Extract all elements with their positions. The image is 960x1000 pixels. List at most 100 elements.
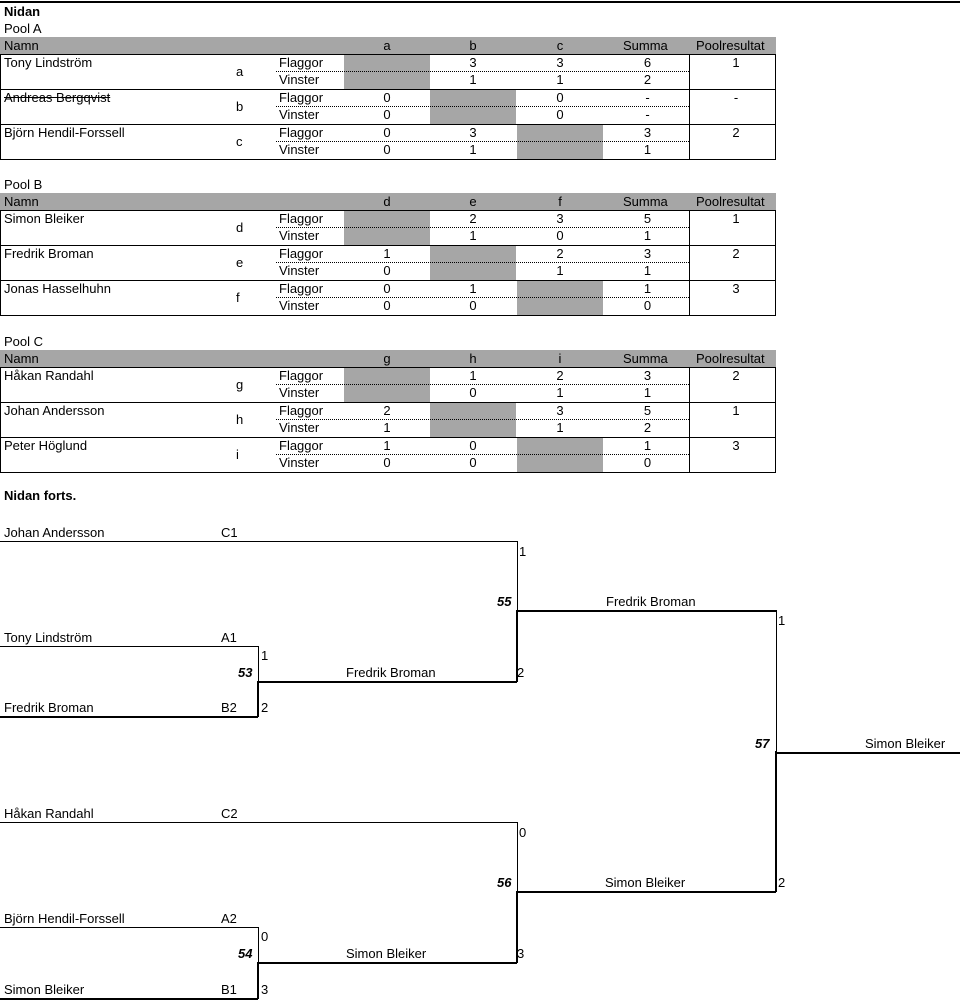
competitor-letter: a xyxy=(236,64,244,79)
pool-header-bar xyxy=(0,350,776,367)
wins-value: 0 xyxy=(383,298,391,313)
bracket-entry-name: Tony Lindström xyxy=(4,630,93,645)
competitor-name: Jonas Hasselhuhn xyxy=(4,281,111,296)
pool-title: Pool C xyxy=(4,334,44,349)
pool-row-box xyxy=(0,245,690,281)
pool-title: Pool B xyxy=(4,177,43,192)
flags-value: 0 xyxy=(383,281,391,296)
match-winner: Simon Bleiker xyxy=(865,736,946,751)
bracket-entry-seed: B2 xyxy=(221,700,237,715)
pool-header-col: a xyxy=(383,38,391,53)
pool-header-col: g xyxy=(383,351,391,366)
bracket-entry-seed: C2 xyxy=(221,806,238,821)
wins-value xyxy=(367,384,407,401)
flags-sum: 1 xyxy=(643,281,652,296)
wins-value: 0 xyxy=(469,298,477,313)
pool-row-separator xyxy=(276,227,689,228)
wins-value xyxy=(367,227,407,244)
pool-result-box xyxy=(689,437,776,473)
flags-value: 1 xyxy=(383,438,391,453)
bracket-line xyxy=(517,891,776,893)
match-winner-score: 1 xyxy=(778,613,786,628)
bracket-line xyxy=(0,646,258,647)
pool-header-bar xyxy=(0,37,776,54)
pool-result: 3 xyxy=(732,281,740,296)
match-winner-score: 3 xyxy=(517,946,525,961)
wins-sum: 1 xyxy=(643,385,652,400)
flags-label: Flaggor xyxy=(279,55,324,70)
competitor-letter: g xyxy=(236,377,244,392)
wins-label: Vinster xyxy=(279,455,320,470)
flags-value xyxy=(453,402,493,419)
wins-sum: 0 xyxy=(643,298,652,313)
pool-row-separator xyxy=(276,141,689,142)
flags-label: Flaggor xyxy=(279,90,324,105)
flags-label: Flaggor xyxy=(279,125,324,140)
wins-value: 0 xyxy=(556,228,564,243)
wins-sum: 1 xyxy=(643,263,652,278)
match-number: 55 xyxy=(497,594,512,609)
wins-value: 0 xyxy=(383,455,391,470)
flags-value xyxy=(540,124,580,141)
bracket-connector xyxy=(775,751,777,892)
pool-header-col: d xyxy=(383,194,391,209)
flags-value: 2 xyxy=(556,368,564,383)
bracket-entry-seed: A1 xyxy=(221,630,237,645)
pool-result: 2 xyxy=(732,368,740,383)
pool-row-box xyxy=(0,54,690,90)
bracket-entry-name: Simon Bleiker xyxy=(4,982,85,997)
bracket-entry-seed: C1 xyxy=(221,525,238,540)
pool-header-col: i xyxy=(558,351,562,366)
bracket-line xyxy=(0,998,258,1000)
bracket-line xyxy=(0,716,258,718)
match-number: 57 xyxy=(755,736,770,751)
wins-sum: 2 xyxy=(643,72,652,87)
flags-value xyxy=(367,210,407,227)
match-winner: Simon Bleiker xyxy=(346,946,427,961)
flags-label: Flaggor xyxy=(279,246,324,261)
pool-row-separator xyxy=(276,419,689,420)
match-score-top: 1 xyxy=(261,648,269,663)
pool-row-separator xyxy=(276,262,689,263)
flags-value: 2 xyxy=(469,211,477,226)
flags-value: 3 xyxy=(469,125,477,140)
wins-label: Vinster xyxy=(279,72,320,87)
bracket-entry-name: Fredrik Broman xyxy=(4,700,94,715)
pool-header-sum: Summa xyxy=(623,351,668,366)
flags-sum: 6 xyxy=(643,55,652,70)
match-winner-score: 2 xyxy=(778,875,786,890)
bracket-line xyxy=(258,962,517,964)
pool-row-box xyxy=(0,437,690,473)
flags-value: 2 xyxy=(556,246,564,261)
flags-label: Flaggor xyxy=(279,281,324,296)
competitor-letter: e xyxy=(236,255,244,270)
flags-value: 3 xyxy=(556,211,564,226)
bracket-connector xyxy=(257,681,259,717)
pool-header-result: Poolresultat xyxy=(696,194,765,209)
wins-value xyxy=(367,71,407,88)
pool-row-separator xyxy=(276,106,689,107)
flags-value: 3 xyxy=(469,55,477,70)
flags-value: 2 xyxy=(383,403,391,418)
flags-value: 0 xyxy=(383,90,391,105)
pool-result: - xyxy=(733,90,739,105)
pool-result: 2 xyxy=(732,246,740,261)
flags-sum: 3 xyxy=(643,246,652,261)
wins-sum: 1 xyxy=(643,228,652,243)
page-title: Nidan xyxy=(4,4,41,19)
wins-sum: - xyxy=(645,107,650,122)
match-score-top: 0 xyxy=(519,825,527,840)
flags-value: 0 xyxy=(556,90,564,105)
match-winner: Fredrik Broman xyxy=(346,665,436,680)
bracket-line xyxy=(517,610,776,612)
match-winner: Simon Bleiker xyxy=(605,875,686,890)
wins-label: Vinster xyxy=(279,420,320,435)
flags-label: Flaggor xyxy=(279,368,324,383)
competitor-name: Björn Hendil-Forssell xyxy=(4,125,125,140)
wins-value xyxy=(453,262,493,279)
pool-result: 1 xyxy=(732,403,740,418)
wins-value xyxy=(453,106,493,123)
flags-value: 0 xyxy=(383,125,391,140)
competitor-name: Andreas Bergqvist xyxy=(4,90,111,105)
top-rule xyxy=(0,1,960,3)
